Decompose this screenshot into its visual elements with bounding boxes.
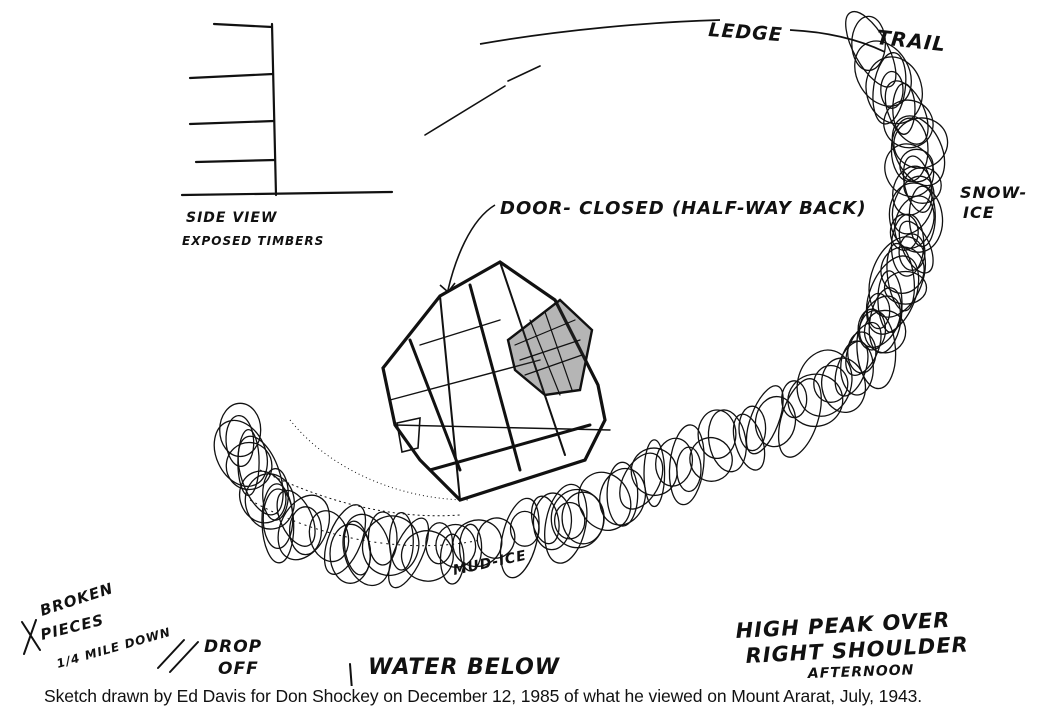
scribble-loop <box>891 175 935 235</box>
peak-label-line3: AFTERNOON <box>807 662 915 682</box>
scribble-loop <box>599 467 647 526</box>
scribble-loop <box>361 515 420 577</box>
scribble-loop <box>872 52 907 125</box>
scribble-loop <box>367 511 398 566</box>
scribble-loop <box>213 419 269 487</box>
scribble-loop <box>745 385 784 455</box>
scribble-loop <box>561 491 605 545</box>
snow-ice-label-line2: ICE <box>963 203 995 222</box>
scribble-loop <box>238 470 287 524</box>
scribble-loop <box>883 99 934 149</box>
scribble-loop <box>868 287 903 354</box>
scribble-loop <box>262 488 294 550</box>
scribble-loop <box>738 405 767 452</box>
scribble-loop <box>868 236 927 318</box>
scribble-loop <box>619 452 664 510</box>
scribble-loop <box>676 446 702 493</box>
scribble-loop <box>219 402 262 458</box>
scribble-loop <box>886 242 916 312</box>
mud-ice-area <box>249 419 481 547</box>
scribble-loop <box>880 70 904 109</box>
scribble-loop <box>308 510 350 563</box>
water-below-label: WATER BELOW <box>368 655 561 680</box>
scribble-loop <box>323 504 367 575</box>
scribble-loop <box>458 523 483 572</box>
scribble-loop <box>530 495 560 545</box>
scribble-loop <box>689 436 733 482</box>
scribble-loop <box>884 143 935 198</box>
scribble-loop <box>400 530 454 582</box>
scribble-loop <box>754 395 797 448</box>
scribble-loop <box>643 439 666 508</box>
ledge-label: LEDGE <box>708 19 784 46</box>
scribble-loop <box>908 185 936 248</box>
scribble-loop <box>288 506 323 556</box>
scribble-loop <box>476 517 516 559</box>
scribble-loop <box>577 471 632 531</box>
scribble-loop <box>544 483 588 564</box>
scribble-loop <box>890 117 929 183</box>
scribble-loop <box>863 309 907 354</box>
scribble-loop <box>225 441 273 491</box>
door-label: DOOR- CLOSED (HALF-WAY BACK) <box>500 198 867 219</box>
trail-label: TRAIL <box>875 25 947 56</box>
scribble-loop <box>854 40 912 107</box>
drop-off-label-line2: OFF <box>218 659 259 679</box>
scribble-loop <box>847 331 877 374</box>
scribble-loop <box>244 473 295 530</box>
scribble-loop <box>821 357 867 414</box>
drop-off-label-line1: DROP <box>204 637 262 657</box>
scribble-loop <box>509 510 540 547</box>
ledge-line <box>479 19 886 53</box>
scribble-loop <box>856 310 897 390</box>
scribble-loop <box>796 349 853 417</box>
scribble-loop <box>276 489 316 547</box>
snow-ice-band <box>213 11 949 589</box>
scribble-loop <box>892 165 932 216</box>
scribble-loop <box>532 492 573 551</box>
scribble-loop <box>668 424 705 506</box>
drop-off-marks <box>21 619 353 686</box>
scribble-loop <box>388 511 414 571</box>
scribble-loop <box>898 220 934 274</box>
scribble-loop <box>851 15 887 72</box>
scribble-loop <box>707 409 747 473</box>
side-view-diagram <box>180 22 541 197</box>
scribble-loop <box>877 270 903 333</box>
door-pointer <box>439 204 496 294</box>
scribble-loop <box>891 115 946 187</box>
ark-object <box>381 260 611 502</box>
scribble-loop <box>553 501 586 540</box>
sketch-drawing: LEDGE TRAIL SNOW- ICE SIDE VIEW EXPOSED … <box>21 11 1027 686</box>
scribble-loop <box>777 378 822 458</box>
scribble-loop <box>261 483 295 564</box>
snow-ice-label-line1: SNOW- <box>960 183 1027 202</box>
scribble-loop <box>606 461 639 527</box>
scribble-loop <box>499 497 540 579</box>
scribble-loop <box>435 523 477 568</box>
side-view-label: SIDE VIEW <box>186 210 277 226</box>
scribble-loop <box>813 364 849 403</box>
scribble-loop <box>329 523 372 584</box>
scribble-loop <box>787 373 844 428</box>
scribble-loop <box>884 80 929 145</box>
scribble-loop <box>388 517 430 589</box>
scribble-loop <box>732 413 766 471</box>
sketch-caption: Sketch drawn by Ed Davis for Don Shockey… <box>44 686 922 706</box>
exposed-timbers-label: EXPOSED TIMBERS <box>182 234 324 248</box>
scribble-loop <box>893 117 949 169</box>
scribble-loop <box>892 82 916 135</box>
scribble-loop <box>225 414 255 468</box>
broken-pieces-label-line1: BROKEN <box>38 579 116 620</box>
scribble-loop <box>866 292 891 330</box>
scribble-loop <box>883 270 928 305</box>
scribble-loop <box>452 519 503 568</box>
scribble-loop <box>697 409 737 460</box>
scribble-loop <box>888 182 944 253</box>
scribble-loop <box>902 155 933 213</box>
scribble-loop <box>865 255 920 335</box>
